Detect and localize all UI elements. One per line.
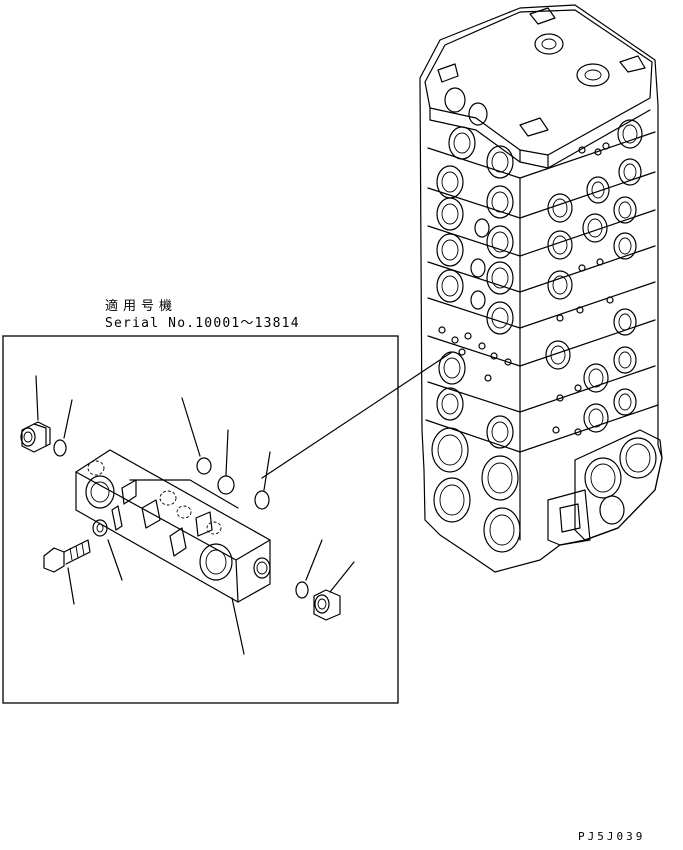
- washer: [92, 519, 108, 537]
- drawing-code: PJ5J039: [578, 830, 646, 843]
- applicability-label: 適用号機: [105, 299, 178, 314]
- o-ring-mid-2: [217, 475, 235, 495]
- serial-number-range: Serial No.10001～13814: [105, 316, 300, 331]
- o-ring-left: [53, 439, 67, 457]
- plug-part-left: [20, 421, 51, 453]
- control-valve-assembly: [419, 4, 663, 573]
- front-ports-left: [431, 126, 476, 523]
- side-ports: [545, 119, 643, 436]
- o-ring-mid-1: [196, 457, 212, 475]
- front-ports-right: [438, 145, 521, 553]
- valve-body-block: [75, 449, 271, 603]
- o-ring-right: [295, 581, 309, 599]
- detail-frame: [2, 335, 399, 704]
- plug-part-right: [313, 589, 341, 621]
- o-ring-mid-3: [254, 490, 270, 510]
- bolt: [43, 539, 91, 573]
- reference-leader-line: [261, 351, 453, 479]
